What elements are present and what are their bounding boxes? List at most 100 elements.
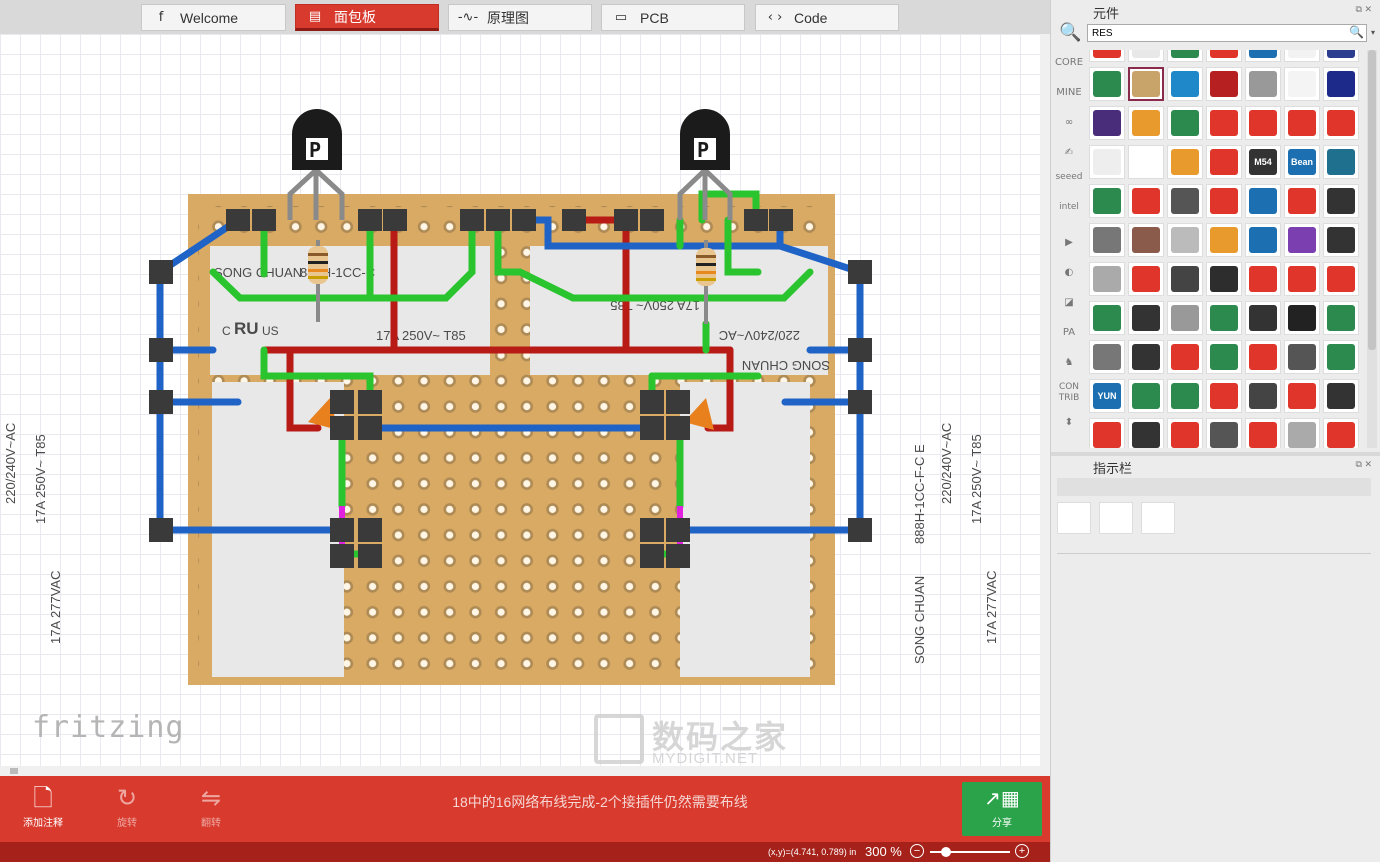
zoom-slider[interactable] [930,847,1010,857]
part-tile[interactable]: YUN [1089,379,1125,413]
routing-status[interactable]: 18中的16网络布线完成-2个接插件仍然需要布线 [452,794,748,810]
part-tile[interactable] [1206,145,1242,179]
part-tile[interactable] [1089,145,1125,179]
part-tile[interactable] [1245,184,1281,218]
add-note-button[interactable]: 🗋 添加注释 [8,782,78,836]
part-tile[interactable] [1089,106,1125,140]
parts-bin-9[interactable]: PA [1062,327,1076,338]
part-tile[interactable] [1206,418,1242,448]
part-tile[interactable] [1206,262,1242,296]
tab-pcb[interactable]: ▭ PCB [601,4,745,31]
parts-bin-6[interactable]: ▶ [1065,237,1073,248]
part-tile[interactable] [1128,223,1164,257]
part-tile[interactable] [1206,67,1242,101]
part-tile[interactable] [1323,262,1359,296]
search-icon[interactable]: 🔍 [1349,25,1364,39]
zoom-in-icon[interactable]: + [1015,844,1029,858]
part-tile[interactable] [1089,184,1125,218]
search-options-icon[interactable]: ▾ [1371,28,1376,37]
parts-bin-0[interactable]: CORE [1054,57,1084,68]
part-tile[interactable] [1206,340,1242,374]
part-tile[interactable] [1284,106,1320,140]
part-tile[interactable] [1167,184,1203,218]
parts-scrollbar[interactable] [1367,50,1377,448]
part-tile[interactable] [1089,67,1125,101]
part-tile[interactable] [1167,223,1203,257]
part-tile[interactable] [1128,262,1164,296]
part-tile[interactable] [1089,50,1125,62]
parts-bin-5[interactable]: intel [1059,202,1079,212]
part-tile[interactable] [1089,340,1125,374]
part-tile[interactable] [1167,262,1203,296]
part-tile[interactable] [1284,340,1320,374]
zoom-slider-knob[interactable] [940,847,951,857]
part-tile[interactable] [1167,418,1203,448]
part-tile[interactable] [1128,145,1164,179]
part-tile[interactable] [1206,301,1242,335]
part-tile[interactable] [1167,340,1203,374]
part-tile[interactable] [1206,379,1242,413]
part-tile[interactable] [1089,301,1125,335]
parts-bin-7[interactable]: ◐ [1064,267,1074,278]
part-tile[interactable] [1128,67,1164,101]
search-bin-icon[interactable]: 🔍 [1059,22,1082,42]
panel-window-buttons[interactable]: ⧉ ✕ [1355,459,1372,469]
part-tile[interactable] [1128,418,1164,448]
part-tile[interactable] [1128,50,1164,62]
green-wires[interactable] [209,190,814,558]
transistor-left[interactable]: P [287,109,345,220]
tab-schematic[interactable]: -∿- 原理图 [448,4,592,31]
part-tile[interactable] [1089,418,1125,448]
share-button[interactable]: ↗▦ 分享 [962,782,1042,836]
part-tile[interactable] [1284,301,1320,335]
horizontal-scrollbar[interactable] [0,766,1040,776]
part-tile[interactable] [1323,301,1359,335]
part-tile[interactable] [1323,379,1359,413]
tab-breadboard[interactable]: ▤ 面包板 [295,4,439,31]
resistor-left[interactable] [308,240,328,322]
resistor-right[interactable] [696,240,716,324]
part-tile[interactable] [1206,184,1242,218]
rotate-button[interactable]: ↻ 旋转 [92,782,162,836]
tab-welcome[interactable]: f Welcome [141,4,286,31]
vertical-scrollbar[interactable] [1040,34,1050,776]
panel-window-buttons[interactable]: ⧉ ✕ [1355,4,1372,14]
part-tile[interactable] [1128,184,1164,218]
part-tile[interactable] [1323,67,1359,101]
part-tile[interactable] [1323,50,1359,62]
part-tile[interactable] [1245,223,1281,257]
flip-button[interactable]: ⇋ 翻转 [176,782,246,836]
part-tile[interactable] [1206,50,1242,62]
part-tile[interactable] [1167,106,1203,140]
panel-divider[interactable] [1051,452,1380,456]
circuit-drawing[interactable]: SONG CHUAN 888H-1CC-C C RU US 17A 250V~ … [0,34,1040,766]
relay-top-left[interactable]: SONG CHUAN 888H-1CC-C C RU US 17A 250V~ … [210,246,490,375]
parts-bin-8[interactable]: ◪ [1064,297,1074,308]
part-tile[interactable] [1284,223,1320,257]
parts-bin-12[interactable]: ⬍ [1064,417,1074,428]
part-tile[interactable] [1323,340,1359,374]
part-tile[interactable] [1245,50,1281,62]
diode-right[interactable] [684,398,714,430]
part-tile[interactable] [1167,379,1203,413]
part-tile[interactable] [1089,262,1125,296]
part-tile[interactable] [1128,106,1164,140]
part-tile[interactable] [1284,67,1320,101]
part-tile[interactable] [1245,418,1281,448]
part-tile[interactable] [1245,106,1281,140]
parts-bin-1[interactable]: MINE [1056,87,1082,98]
part-tile[interactable] [1323,418,1359,448]
part-tile[interactable] [1284,418,1320,448]
transistor-right[interactable]: P [677,109,733,220]
part-tile[interactable] [1323,106,1359,140]
parts-bin-10[interactable]: ♞ [1064,357,1074,368]
part-tile[interactable] [1323,223,1359,257]
part-tile[interactable] [1284,262,1320,296]
part-tile[interactable] [1284,379,1320,413]
breadboard-canvas[interactable]: SONG CHUAN 888H-1CC-C C RU US 17A 250V~ … [0,34,1050,776]
part-tile[interactable] [1167,301,1203,335]
part-tile[interactable]: M54 [1245,145,1281,179]
zoom-out-icon[interactable]: − [910,844,924,858]
part-tile[interactable] [1128,301,1164,335]
part-tile[interactable] [1245,340,1281,374]
